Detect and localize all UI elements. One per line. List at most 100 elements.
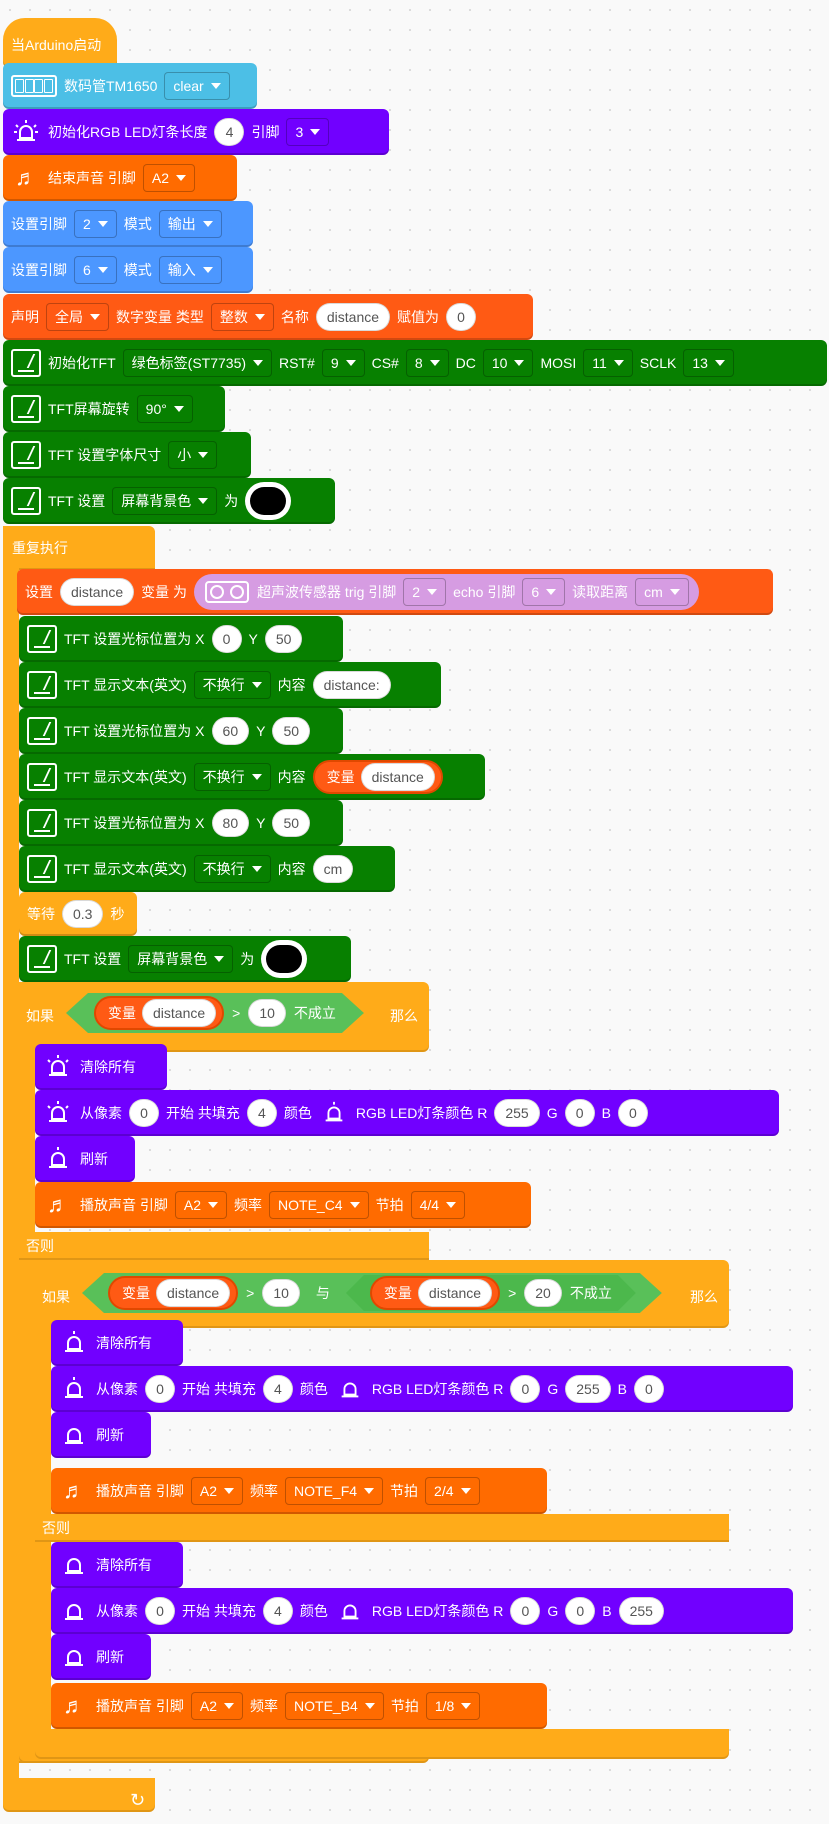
fill-3-count-input[interactable]: 4 [262,1597,293,1625]
tft-init-block[interactable]: 初始化TFT 绿色标签(ST7735) RST# 9 CS# 8 DC 10 M… [3,340,827,386]
fill-1-count-input[interactable]: 4 [246,1099,277,1127]
pin-mode-block-2[interactable]: 设置引脚 6 模式 输入 [3,247,253,293]
pin-mode-2-pin-dropdown[interactable]: 6 [74,256,117,284]
ultrasonic-unit-dropdown[interactable]: cm [635,578,689,606]
fill-2-b-input[interactable]: 0 [633,1375,664,1403]
fill-2-g-input[interactable]: 255 [565,1375,611,1403]
cursor-3-y-input[interactable]: 50 [272,809,311,837]
clear-all-block-2[interactable]: 清除所有 [51,1320,183,1366]
arduino-start-hat[interactable]: 当Arduino启动 [3,18,117,68]
refresh-block-1[interactable]: 刷新 [35,1136,135,1182]
ultrasonic-sensor-reporter[interactable]: 超声波传感器 trig 引脚 2 echo 引脚 6 读取距离 cm [194,574,699,610]
fill-pixels-block-1[interactable]: 从像素 0 开始 共填充 4 颜色 RGB LED灯条颜色 R 255 G 0 … [35,1090,779,1136]
tone-1-frequency-dropdown[interactable]: NOTE_C4 [269,1191,369,1219]
tft-font-size-dropdown[interactable]: 小 [168,441,218,469]
tft-sclk-dropdown[interactable]: 13 [683,349,734,377]
tft-background-2-color-picker[interactable] [261,940,308,978]
cursor-1-y-input[interactable]: 50 [264,625,303,653]
tft-rotate-block[interactable]: TFT屏幕旋转 90° [3,386,225,432]
not-true-hexagon[interactable]: 变量 distance > 10 不成立 [66,993,364,1033]
fill-2-count-input[interactable]: 4 [262,1375,293,1403]
text-1-wrap-dropdown[interactable]: 不换行 [193,671,271,699]
tone-1-pin-dropdown[interactable]: A2 [174,1191,228,1219]
if-1-compare-input[interactable]: 10 [248,999,286,1027]
not-true-hexagon[interactable]: 变量 distance > 20 不成立 [346,1275,636,1311]
tft-background-2-option-dropdown[interactable]: 屏幕背景色 [128,945,234,973]
declare-name-input[interactable]: distance [315,303,391,331]
variable-name-input[interactable]: distance [360,763,435,791]
tone-3-pin-dropdown[interactable]: A2 [190,1692,244,1720]
tone-2-beat-dropdown[interactable]: 2/4 [425,1477,480,1505]
fill-2-r-input[interactable]: 0 [510,1375,541,1403]
if-2-variable-input-1[interactable]: distance [156,1279,230,1307]
tft-background-block[interactable]: TFT 设置 屏幕背景色 为 [3,478,335,524]
fill-1-g-input[interactable]: 0 [564,1099,595,1127]
tft-text-block-2[interactable]: TFT 显示文本(英文) 不换行 内容 变量 distance [19,754,485,800]
pin-mode-2-mode-dropdown[interactable]: 输入 [158,256,222,284]
rgb-init-block[interactable]: 初始化RGB LED灯条长度 4 引脚 3 [3,109,389,155]
tft-cursor-block-2[interactable]: TFT 设置光标位置为 X 60 Y 50 [19,708,343,754]
fill-pixels-block-2[interactable]: 从像素 0 开始 共填充 4 颜色 RGB LED灯条颜色 R 0 G 255 … [51,1366,793,1412]
tft-text-block-3[interactable]: TFT 显示文本(英文) 不换行 内容 cm [19,846,395,892]
text-3-content-input[interactable]: cm [312,855,354,883]
pin-mode-block-1[interactable]: 设置引脚 2 模式 输出 [3,201,253,247]
variable-reporter[interactable]: 变量 distance [370,1276,500,1310]
cursor-2-x-input[interactable]: 60 [211,717,250,745]
tft-text-block-1[interactable]: TFT 显示文本(英文) 不换行 内容 distance: [19,662,441,708]
tft-mosi-dropdown[interactable]: 11 [583,349,633,377]
clear-all-block-1[interactable]: 清除所有 [35,1044,167,1090]
tft-rst-dropdown[interactable]: 9 [321,349,365,377]
tft-rotation-dropdown[interactable]: 90° [136,395,193,423]
pin-mode-1-pin-dropdown[interactable]: 2 [74,210,117,238]
tft-cursor-block-3[interactable]: TFT 设置光标位置为 X 80 Y 50 [19,800,343,846]
declare-value-input[interactable]: 0 [446,303,477,331]
ultrasonic-echo-dropdown[interactable]: 6 [522,578,566,606]
variable-reporter[interactable]: 变量 distance [108,1276,238,1310]
variable-reporter[interactable]: 变量 distance [312,760,443,794]
declare-variable-block[interactable]: 声明 全局 数字变量 类型 整数 名称 distance 赋值为 0 [3,294,533,340]
play-tone-block-1[interactable]: ♬ 播放声音 引脚 A2 频率 NOTE_C4 节拍 4/4 [35,1182,531,1228]
tft-cs-dropdown[interactable]: 8 [405,349,449,377]
fill-3-b-input[interactable]: 255 [618,1597,664,1625]
tft-background-block-2[interactable]: TFT 设置 屏幕背景色 为 [19,936,351,982]
ultrasonic-trig-dropdown[interactable]: 2 [403,578,447,606]
rgb-pin-dropdown[interactable]: 3 [286,118,330,146]
end-tone-block[interactable]: ♬ 结束声音 引脚 A2 [3,155,237,201]
cursor-2-y-input[interactable]: 50 [272,717,311,745]
fill-1-start-input[interactable]: 0 [129,1099,159,1127]
if-2-condition[interactable]: 变量 distance > 10 与 变量 distance > 20 不成立 [82,1273,662,1313]
clear-all-block-3[interactable]: 清除所有 [51,1542,183,1588]
fill-pixels-block-3[interactable]: 从像素 0 开始 共填充 4 颜色 RGB LED灯条颜色 R 0 G 0 B … [51,1588,793,1634]
declare-type-dropdown[interactable]: 整数 [210,303,274,331]
repeat-block-top[interactable] [3,526,155,570]
fill-3-r-input[interactable]: 0 [510,1597,541,1625]
fill-2-start-input[interactable]: 0 [145,1375,175,1403]
tone-3-frequency-dropdown[interactable]: NOTE_B4 [285,1692,384,1720]
if-2-compare-input-2[interactable]: 20 [524,1279,562,1307]
rgb-length-input[interactable]: 4 [214,118,245,146]
wait-seconds-input[interactable]: 0.3 [62,900,104,928]
play-tone-block-2[interactable]: ♬ 播放声音 引脚 A2 频率 NOTE_F4 节拍 2/4 [51,1468,547,1514]
cursor-3-x-input[interactable]: 80 [211,809,250,837]
if-2-variable-input-2[interactable]: distance [418,1279,492,1307]
tone-2-pin-dropdown[interactable]: A2 [190,1477,244,1505]
fill-3-g-input[interactable]: 0 [565,1597,596,1625]
pin-mode-1-mode-dropdown[interactable]: 输出 [158,210,222,238]
text-2-wrap-dropdown[interactable]: 不换行 [193,763,271,791]
tone-3-beat-dropdown[interactable]: 1/8 [425,1692,481,1720]
cursor-1-x-input[interactable]: 0 [211,625,242,653]
tone-2-frequency-dropdown[interactable]: NOTE_F4 [285,1477,384,1505]
if-2-compare-input-1[interactable]: 10 [262,1279,300,1307]
tft-cursor-block-1[interactable]: TFT 设置光标位置为 X 0 Y 50 [19,616,343,662]
if-1-condition[interactable]: 变量 distance > 10 不成立 [66,993,364,1033]
text-3-wrap-dropdown[interactable]: 不换行 [193,855,271,883]
refresh-block-2[interactable]: 刷新 [51,1412,151,1458]
text-1-content-input[interactable]: distance: [312,671,391,699]
and-hexagon[interactable]: 变量 distance > 10 与 变量 distance > 20 不成立 [82,1273,662,1313]
declare-scope-dropdown[interactable]: 全局 [46,303,109,331]
set-variable-block[interactable]: 设置 distance 变量 为 超声波传感器 trig 引脚 2 echo 引… [17,569,773,615]
fill-1-r-input[interactable]: 255 [494,1099,540,1127]
if-1-variable-input[interactable]: distance [142,999,216,1027]
fill-3-start-input[interactable]: 0 [145,1597,175,1625]
refresh-block-3[interactable]: 刷新 [51,1634,151,1680]
